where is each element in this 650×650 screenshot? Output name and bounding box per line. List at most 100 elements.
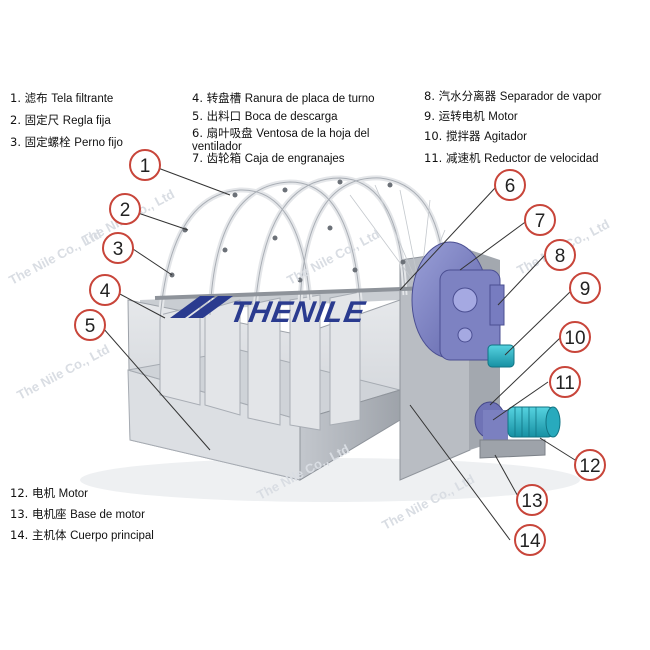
label-6-num: 6. — [192, 126, 203, 140]
label-14-cn: 主机体 — [31, 528, 67, 542]
label-9: 9. 运转电机 Motor — [424, 109, 518, 124]
label-8-cn: 汽水分离器 — [438, 89, 497, 103]
gearbox — [411, 241, 501, 361]
callout-number-5: 5 — [85, 316, 96, 337]
label-13-num: 13. — [10, 507, 29, 521]
callout-number-8: 8 — [555, 246, 566, 267]
label-5: 5. 出料口 Boca de descarga — [192, 109, 338, 124]
label-10-cn: 搅拌器 — [445, 129, 481, 143]
callout-circle-1 — [129, 149, 161, 181]
callout-circle-8 — [544, 239, 576, 271]
callout-4: 4 — [89, 274, 121, 306]
label-13: 13. 电机座 Base de motor — [10, 507, 145, 522]
label-7: 7. 齿轮箱 Caja de engranajes — [192, 151, 345, 166]
label-12-cn: 电机 — [31, 486, 55, 500]
label-13-es: Base de motor — [70, 509, 145, 521]
label-1-cn: 滤布 — [24, 91, 48, 105]
callout-13: 13 — [516, 484, 548, 516]
drive-motor — [507, 406, 561, 438]
brand-logo: THENILE — [170, 296, 368, 329]
callout-12: 12 — [574, 449, 606, 481]
label-1-num: 1. — [10, 91, 21, 105]
label-9-cn: 运转电机 — [438, 109, 485, 123]
callout-number-4: 4 — [100, 281, 111, 302]
label-6-cn: 扇叶吸盘 — [206, 126, 253, 140]
label-14-es: Cuerpo principal — [70, 530, 154, 542]
label-5-cn: 出料口 — [206, 109, 242, 123]
label-14-num: 14. — [10, 528, 29, 542]
callout-10: 10 — [559, 321, 591, 353]
callout-circle-10 — [559, 321, 591, 353]
label-1: 1. 滤布 Tela filtrante — [10, 91, 113, 106]
callout-2: 2 — [109, 193, 141, 225]
label-2-es: Regla fija — [62, 115, 111, 127]
label-11: 11. 减速机 Reductor de velocidad — [424, 151, 599, 166]
callout-circle-4 — [89, 274, 121, 306]
disc-plates — [159, 291, 361, 431]
callout-circle-7 — [524, 204, 556, 236]
label-10-num: 10. — [424, 129, 443, 143]
floor-shadow — [80, 458, 580, 502]
steam-separator — [489, 284, 505, 326]
label-10: 10. 搅拌器 Agitador — [424, 129, 527, 144]
motor-base — [479, 439, 546, 459]
label-2-num: 2. — [10, 113, 21, 127]
label-7-cn: 齿轮箱 — [206, 151, 242, 165]
callout-circle-11 — [549, 366, 581, 398]
label-3-cn: 固定螺栓 — [24, 135, 71, 149]
label-11-es: Reductor de velocidad — [484, 153, 599, 165]
callout-circle-3 — [102, 232, 134, 264]
label-3: 3. 固定螺栓 Perno fijo — [10, 135, 123, 150]
speed-reducer — [474, 401, 508, 440]
label-11-num: 11. — [424, 151, 443, 165]
label-12-num: 12. — [10, 486, 29, 500]
label-6: 6. 扇叶吸盘 Ventosa de la hoja del ventilado… — [192, 127, 422, 153]
label-9-es: Motor — [488, 111, 518, 123]
callout-circle-5 — [74, 309, 106, 341]
label-4: 4. 转盘槽 Ranura de placa de turno — [192, 91, 375, 106]
label-2-cn: 固定尺 — [24, 113, 60, 127]
callout-1: 1 — [129, 149, 161, 181]
label-12-es: Motor — [58, 488, 89, 500]
callout-number-6: 6 — [505, 176, 516, 197]
callout-circle-14 — [514, 524, 546, 556]
label-11-cn: 减速机 — [445, 151, 481, 165]
callout-circle-6 — [494, 169, 526, 201]
label-4-es: Ranura de placa de turno — [244, 93, 375, 105]
label-7-es: Caja de engranajes — [244, 153, 345, 165]
label-5-num: 5. — [192, 109, 203, 123]
label-4-cn: 转盘槽 — [206, 91, 242, 105]
callout-7: 7 — [524, 204, 556, 236]
callout-number-12: 12 — [579, 456, 600, 477]
label-1-es: Tela filtrante — [51, 93, 114, 105]
callout-8: 8 — [544, 239, 576, 271]
callout-number-3: 3 — [113, 239, 124, 260]
label-8-num: 8. — [424, 89, 435, 103]
callout-11: 11 — [549, 366, 581, 398]
callout-number-2: 2 — [120, 200, 131, 221]
label-7-num: 7. — [192, 151, 203, 165]
label-9-num: 9. — [424, 109, 435, 123]
callout-number-7: 7 — [535, 211, 546, 232]
label-6-es: Ventosa de la hoja del ventilador — [192, 128, 370, 153]
callout-number-13: 13 — [521, 491, 542, 512]
callout-leaders — [102, 167, 584, 541]
callout-circle-13 — [516, 484, 548, 516]
callout-circle-9 — [569, 272, 601, 304]
label-13-cn: 电机座 — [31, 507, 67, 521]
label-14: 14. 主机体 Cuerpo principal — [10, 528, 154, 543]
label-2: 2. 固定尺 Regla fija — [10, 113, 111, 128]
callout-circle-12 — [574, 449, 606, 481]
label-3-es: Perno fijo — [74, 137, 123, 149]
callout-14: 14 — [514, 524, 546, 556]
callout-5: 5 — [74, 309, 106, 341]
callout-6: 6 — [494, 169, 526, 201]
label-3-num: 3. — [10, 135, 21, 149]
callout-number-14: 14 — [519, 531, 541, 552]
callout-circle-2 — [109, 193, 141, 225]
label-10-es: Agitador — [484, 131, 527, 143]
callout-3: 3 — [102, 232, 134, 264]
callout-9: 9 — [569, 272, 601, 304]
